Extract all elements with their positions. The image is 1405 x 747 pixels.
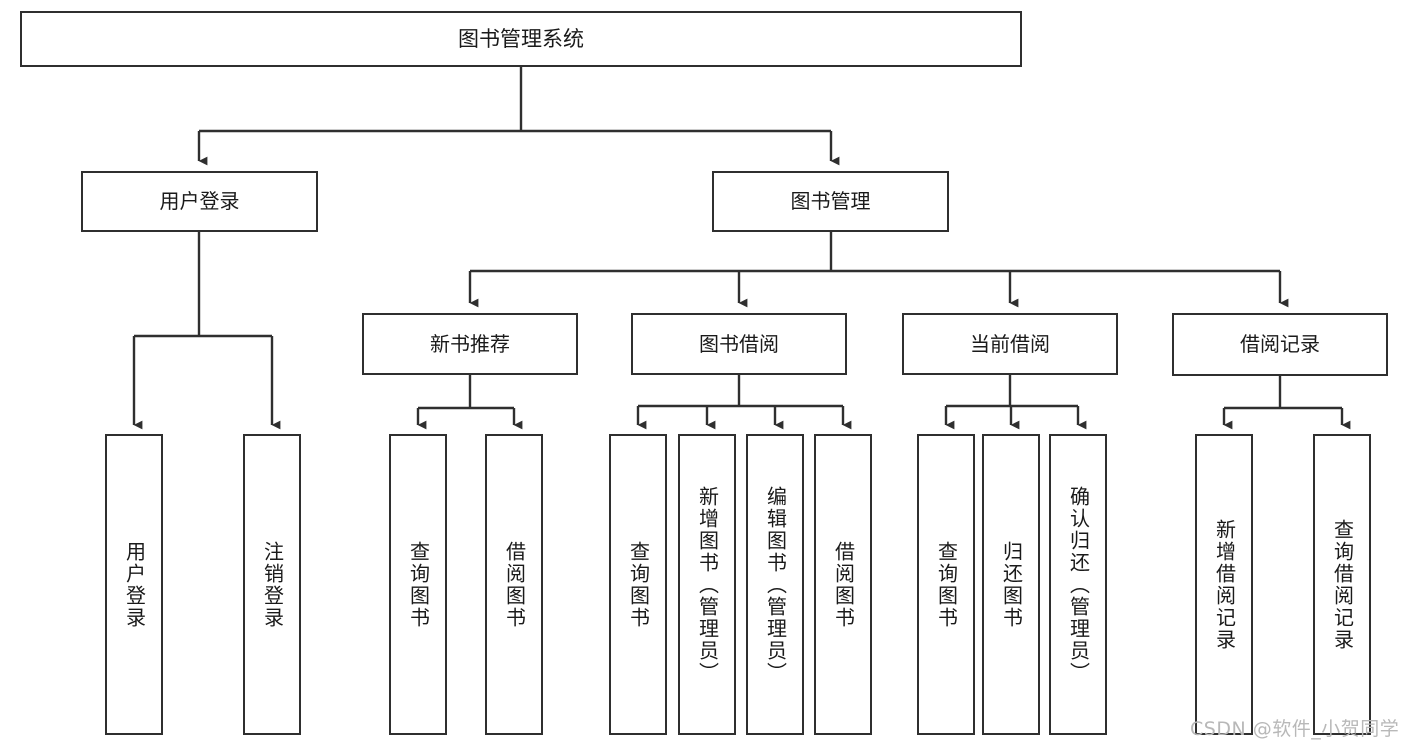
leaf-return-book[interactable]: 归还图书 xyxy=(982,434,1040,735)
leaf-edit-book-admin[interactable]: 编辑图书（管理员） xyxy=(746,434,804,735)
node-label: 查询图书 xyxy=(934,540,959,629)
node-label: 编辑图书（管理员） xyxy=(763,485,788,684)
leaf-query-borrow-record[interactable]: 查询借阅记录 xyxy=(1313,434,1371,735)
node-label: 查询图书 xyxy=(406,540,431,629)
node-label: 图书借阅 xyxy=(699,331,779,356)
node-label: 用户登录 xyxy=(159,189,240,213)
node-label: 归还图书 xyxy=(999,540,1024,629)
leaf-add-book-admin[interactable]: 新增图书（管理员） xyxy=(678,434,736,735)
node-label: 图书管理 xyxy=(790,189,871,213)
node-new-book-recommend[interactable]: 新书推荐 xyxy=(362,313,578,375)
node-label: 用户登录 xyxy=(122,540,147,629)
node-label: 图书管理系统 xyxy=(458,26,584,51)
node-root-system[interactable]: 图书管理系统 xyxy=(20,11,1022,67)
node-label: 新书推荐 xyxy=(430,331,510,356)
node-label: 当前借阅 xyxy=(970,331,1050,356)
leaf-query-book-recommend[interactable]: 查询图书 xyxy=(389,434,447,735)
node-label: 新增图书（管理员） xyxy=(695,485,720,684)
leaf-confirm-return-admin[interactable]: 确认归还（管理员） xyxy=(1049,434,1107,735)
node-book-borrow[interactable]: 图书借阅 xyxy=(631,313,847,375)
node-label: 查询借阅记录 xyxy=(1330,518,1355,651)
leaf-add-borrow-record[interactable]: 新增借阅记录 xyxy=(1195,434,1253,735)
node-label: 注销登录 xyxy=(260,540,285,629)
node-label: 查询图书 xyxy=(626,540,651,629)
node-label: 借阅图书 xyxy=(502,540,527,629)
node-label: 借阅图书 xyxy=(831,540,856,629)
leaf-query-book-current[interactable]: 查询图书 xyxy=(917,434,975,735)
csdn-watermark: CSDN @软件_小贺同学 xyxy=(1190,718,1400,740)
leaf-borrow-book[interactable]: 借阅图书 xyxy=(814,434,872,735)
leaf-query-book-borrow[interactable]: 查询图书 xyxy=(609,434,667,735)
node-borrow-record[interactable]: 借阅记录 xyxy=(1172,313,1388,376)
leaf-user-login[interactable]: 用户登录 xyxy=(105,434,163,735)
node-book-management[interactable]: 图书管理 xyxy=(712,171,949,232)
node-current-borrow[interactable]: 当前借阅 xyxy=(902,313,1118,375)
node-user-login[interactable]: 用户登录 xyxy=(81,171,318,232)
node-label: 借阅记录 xyxy=(1240,332,1320,356)
node-label: 新增借阅记录 xyxy=(1212,518,1237,651)
node-label: 确认归还（管理员） xyxy=(1066,485,1091,684)
leaf-logout-login[interactable]: 注销登录 xyxy=(243,434,301,735)
leaf-borrow-book-recommend[interactable]: 借阅图书 xyxy=(485,434,543,735)
